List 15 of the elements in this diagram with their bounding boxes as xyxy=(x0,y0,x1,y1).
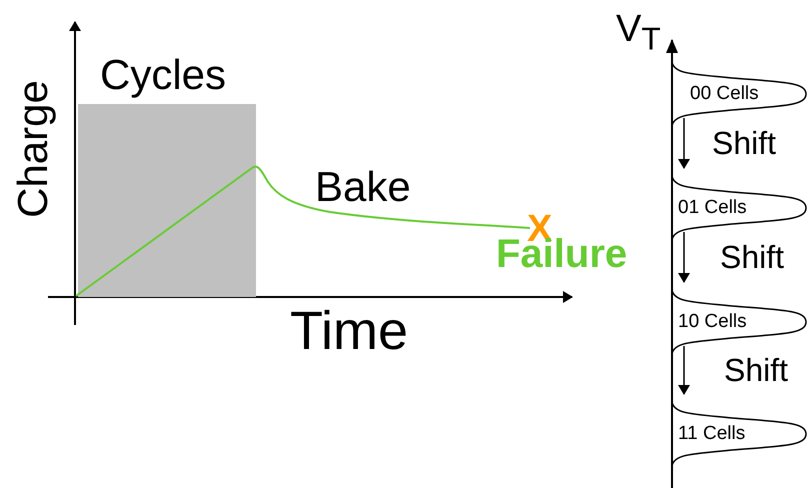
edge-label: Shift xyxy=(720,241,784,273)
axis-title: Time xyxy=(290,304,408,358)
axis-title: Charge xyxy=(12,80,54,218)
cell-label: 10 Cells xyxy=(678,312,747,331)
shift-arrow xyxy=(678,118,690,169)
phase-label: Bake xyxy=(315,166,411,208)
cell-label: 11 Cells xyxy=(678,424,746,443)
edge-label: Shift xyxy=(724,354,788,386)
shift-arrow xyxy=(678,346,690,395)
axis-title: V$_{T}$ xyxy=(616,10,661,56)
cell-label: 01 Cells xyxy=(678,198,747,217)
region-label: Cycles xyxy=(100,54,226,96)
cell-label: 00 Cells xyxy=(690,84,759,103)
shift-arrow xyxy=(678,232,690,283)
edge-label: Shift xyxy=(712,127,776,159)
